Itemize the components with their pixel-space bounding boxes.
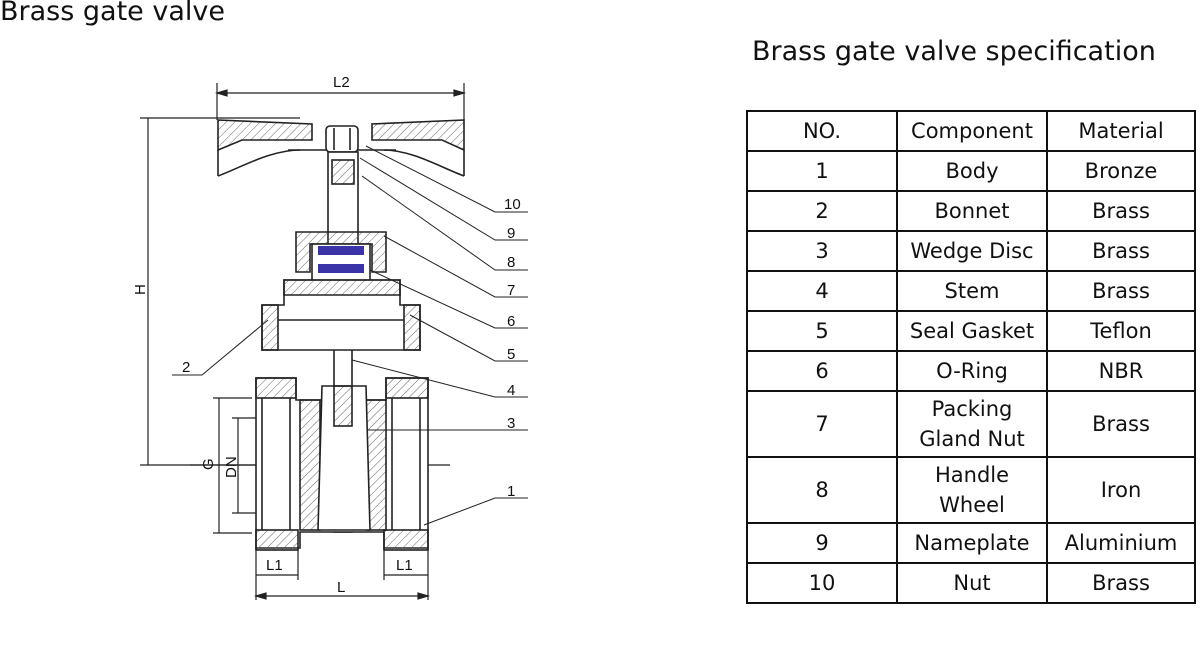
label-g: G (200, 458, 217, 470)
cell-component: O-Ring (896, 350, 1048, 392)
cell-material: NBR (1046, 350, 1196, 392)
cell-no: 3 (746, 230, 898, 272)
header-material: Material (1046, 110, 1196, 152)
cell-material: Brass (1046, 562, 1196, 604)
table-row: 3 Wedge Disc Brass (746, 230, 1196, 272)
cell-material: Aluminium (1046, 522, 1196, 564)
cell-no: 1 (746, 150, 898, 192)
table-row: 10 Nut Brass (746, 562, 1196, 604)
callout-6: 6 (507, 313, 515, 330)
cell-material: Iron (1046, 456, 1196, 524)
label-dn: DN (223, 456, 240, 478)
label-l: L (337, 579, 345, 596)
table-row: 7 Packing Gland Nut Brass (746, 390, 1196, 458)
callout-10: 10 (504, 196, 521, 213)
callout-5: 5 (507, 346, 515, 363)
cell-component: Bonnet (896, 190, 1048, 232)
table-header-row: NO. Component Material (746, 110, 1196, 152)
page-title: Brass gate valve (0, 0, 225, 27)
cell-material: Teflon (1046, 310, 1196, 352)
cell-material: Bronze (1046, 150, 1196, 192)
cell-no: 9 (746, 522, 898, 564)
header-component: Component (896, 110, 1048, 152)
cell-material: Brass (1046, 390, 1196, 458)
label-l2: L2 (333, 74, 350, 91)
bonnet (261, 279, 421, 351)
spec-title: Brass gate valve specification (752, 36, 1156, 67)
cell-material: Brass (1046, 230, 1196, 272)
cell-no: 6 (746, 350, 898, 392)
cell-component: Wedge Disc (896, 230, 1048, 272)
nut (325, 125, 359, 153)
callout-2: 2 (182, 359, 190, 376)
cell-no: 8 (746, 456, 898, 524)
table-row: 8 Handle Wheel Iron (746, 456, 1196, 524)
label-l1-left: L1 (266, 557, 283, 574)
callout-leaders (172, 145, 528, 526)
cell-no: 7 (746, 390, 898, 458)
table-row: 1 Body Bronze (746, 150, 1196, 192)
cell-no: 2 (746, 190, 898, 232)
cell-component: Body (896, 150, 1048, 192)
table-row: 9 Nameplate Aluminium (746, 522, 1196, 564)
header-no: NO. (746, 110, 898, 152)
dimension-l2 (214, 83, 467, 120)
label-h: H (132, 284, 149, 295)
cell-component: Stem (896, 270, 1048, 312)
cell-component: Nut (896, 562, 1048, 604)
callout-9: 9 (507, 225, 515, 242)
callout-8: 8 (507, 254, 515, 271)
spec-table: NO. Component Material 1 Body Bronze 2 B… (746, 110, 1196, 604)
table-row: 5 Seal Gasket Teflon (746, 310, 1196, 352)
o-ring (318, 246, 364, 273)
cell-no: 5 (746, 310, 898, 352)
cell-no: 10 (746, 562, 898, 604)
table-row: 4 Stem Brass (746, 270, 1196, 312)
cell-material: Brass (1046, 190, 1196, 232)
callout-1: 1 (507, 483, 515, 500)
handle-wheel (217, 119, 465, 177)
valve-drawing: L2 H G DN (132, 74, 528, 600)
callout-3: 3 (507, 415, 515, 432)
label-l1-right: L1 (396, 557, 413, 574)
callout-7: 7 (507, 282, 515, 299)
cell-no: 4 (746, 270, 898, 312)
cell-material: Brass (1046, 270, 1196, 312)
table-row: 2 Bonnet Brass (746, 190, 1196, 232)
wedge-disc (317, 385, 371, 531)
dimension-l (253, 548, 431, 600)
table-row: 6 O-Ring NBR (746, 350, 1196, 392)
packing-gland-nut (295, 231, 387, 285)
callout-4: 4 (507, 382, 515, 399)
cell-component: Nameplate (896, 522, 1048, 564)
cell-component: Handle Wheel (896, 456, 1048, 524)
cell-component: Seal Gasket (896, 310, 1048, 352)
cell-component: Packing Gland Nut (896, 390, 1048, 458)
